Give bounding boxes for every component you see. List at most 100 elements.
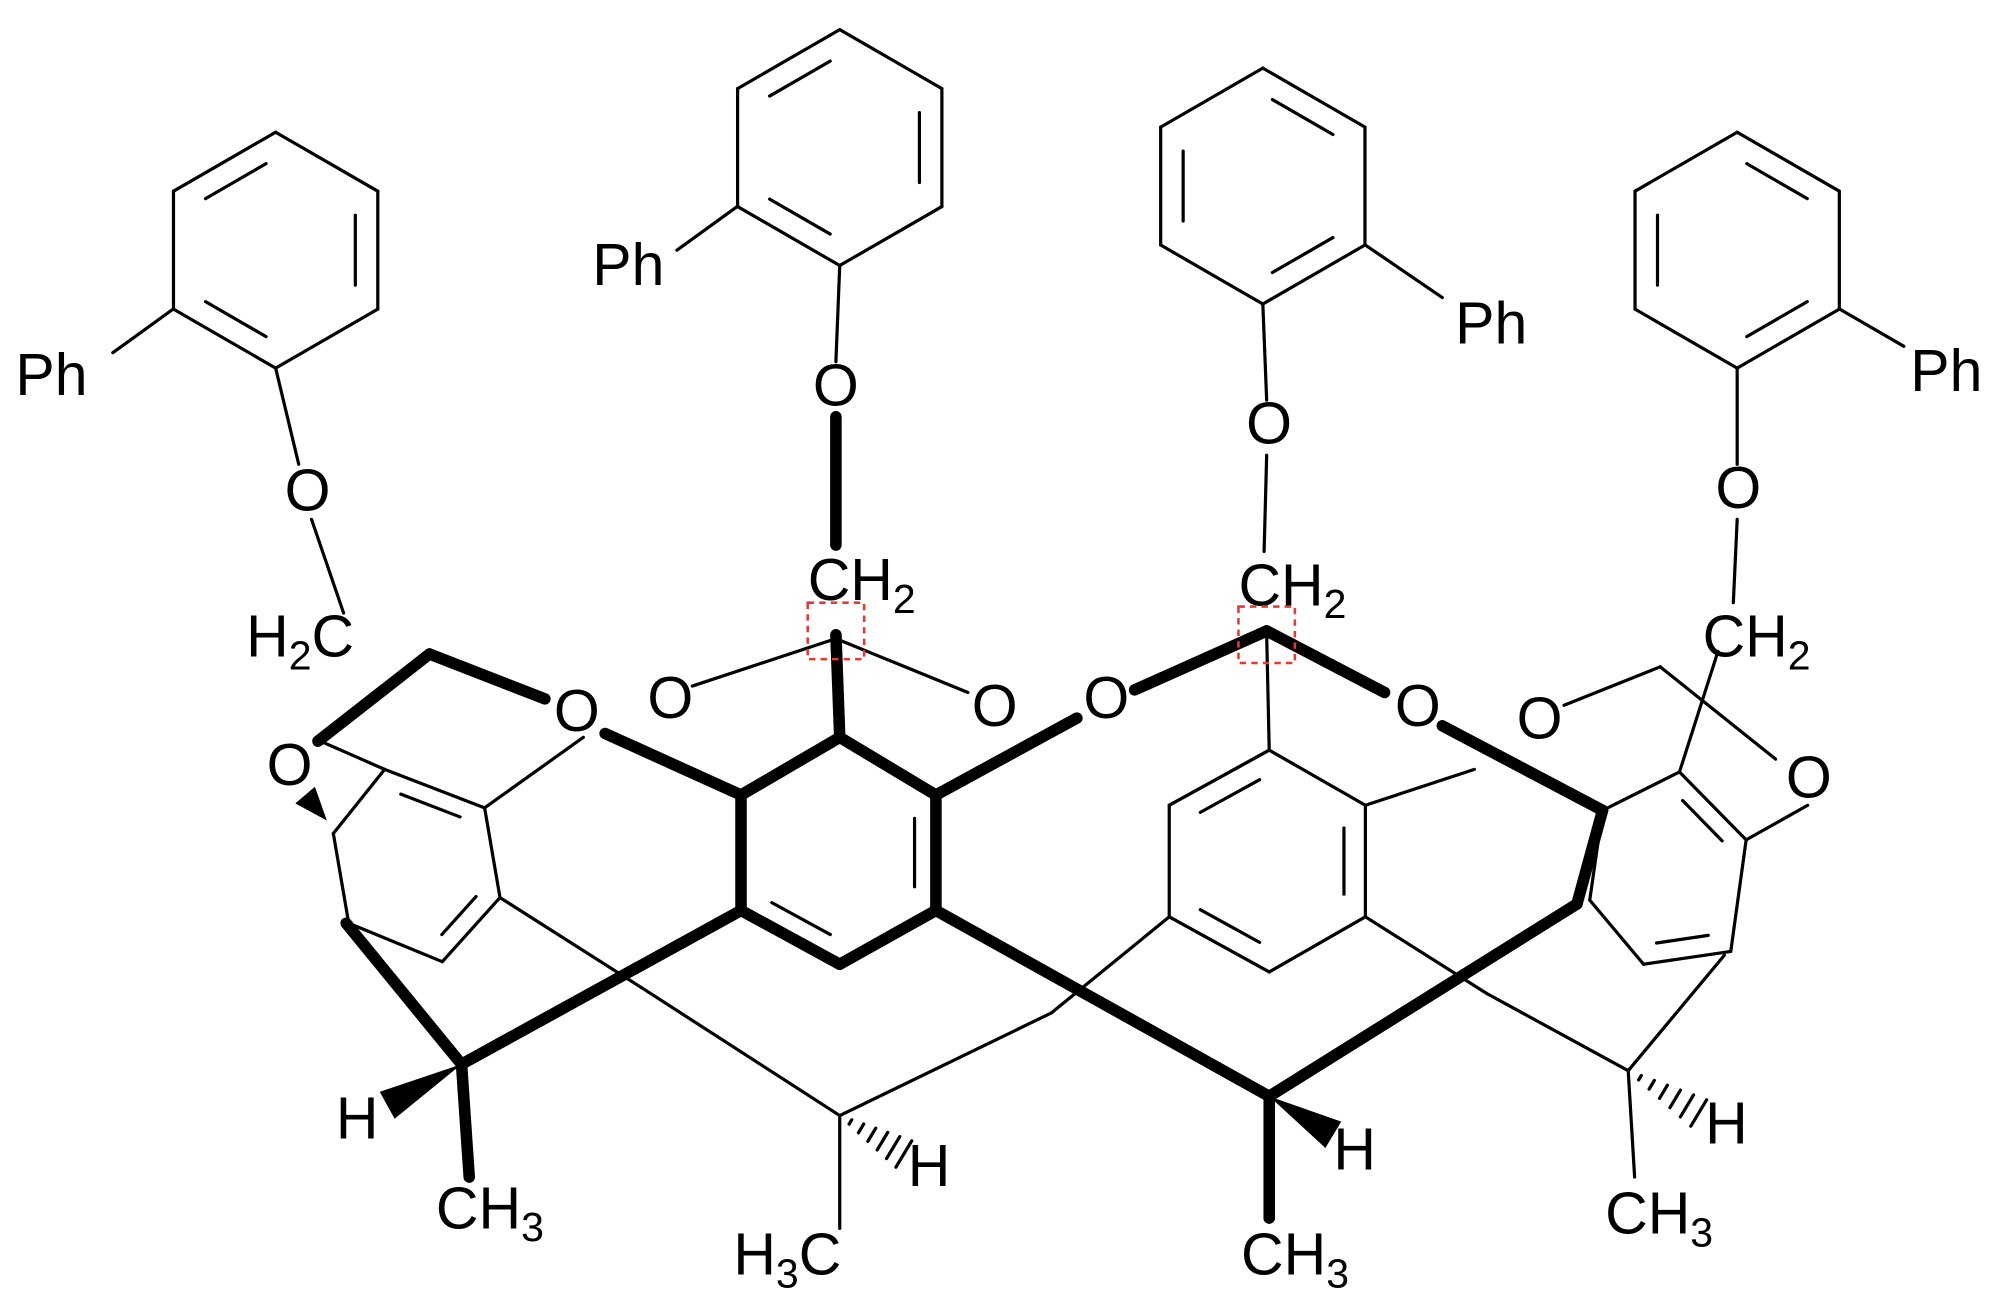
wedge-bond: [295, 786, 327, 821]
aryl-ring: [1159, 66, 1265, 129]
methyl-label: CH3: [1241, 1223, 1349, 1297]
hashed-bond: [847, 1118, 854, 1126]
bond: [1262, 453, 1269, 554]
aryl-ring: [1159, 243, 1265, 306]
bond: [599, 727, 747, 801]
hashed-bond: [1678, 1093, 1696, 1119]
bond: [1363, 915, 1489, 996]
phenyl-label-3: Ph: [1455, 292, 1527, 357]
methylene-label: CH2: [1238, 553, 1346, 627]
arene-ring: [833, 904, 942, 971]
oxygen-label: O: [972, 674, 1018, 739]
hydrogen-label: H: [336, 1087, 379, 1152]
double-bond: [1745, 300, 1809, 339]
bond: [830, 629, 846, 744]
bond: [498, 895, 643, 989]
aryl-ring: [735, 28, 842, 91]
stereo-markers: [806, 601, 1297, 665]
bond: [340, 917, 468, 1071]
arene-ring: [1600, 770, 1682, 813]
hashed-bond: [856, 1122, 866, 1135]
bond: [1128, 625, 1273, 696]
double-bond: [1198, 778, 1262, 814]
bond: [1485, 992, 1630, 1073]
hydrogen-label: H: [1333, 1117, 1376, 1182]
bond: [1436, 720, 1609, 817]
double-bond: [768, 59, 832, 98]
bonds-layer: [111, 28, 1906, 1230]
arene-ring: [1167, 915, 1271, 974]
double-bond: [1654, 933, 1710, 945]
hydrogen-label: H: [1705, 1092, 1748, 1157]
bond: [934, 742, 1028, 797]
methylene-label: CH2: [808, 548, 916, 622]
phenyl-label-1: Ph: [15, 343, 87, 408]
bond: [1744, 803, 1810, 842]
double-bond: [1681, 798, 1724, 843]
double-bond: [203, 162, 268, 201]
hashed-bond: [1657, 1083, 1670, 1101]
phenyl-label-4: Ph: [1910, 339, 1982, 404]
arene-ring: [331, 767, 387, 836]
double-bond: [1745, 162, 1809, 201]
oxygen-label: O: [1246, 392, 1292, 457]
bond: [455, 904, 747, 1071]
arene-ring: [735, 731, 846, 801]
methyl-label: H3C: [733, 1223, 841, 1297]
stereocenter-marker: [1237, 605, 1297, 665]
methylene-label: H2C: [246, 605, 354, 679]
hashed-bond: [1637, 1073, 1643, 1082]
hashed-bond: [884, 1134, 902, 1161]
oxygen-label: O: [1517, 687, 1563, 752]
arene-ring: [331, 831, 351, 925]
bond: [838, 1011, 1053, 1118]
arene-ring: [1729, 838, 1748, 954]
double-bond: [440, 894, 478, 937]
aryl-ring: [838, 204, 944, 268]
bond: [1658, 665, 1778, 761]
bond: [1838, 307, 1906, 348]
arene-ring: [1267, 748, 1367, 807]
double-bond: [399, 792, 462, 819]
aryl-ring: [735, 204, 842, 268]
bond: [423, 648, 551, 705]
oxygen-label: O: [1395, 674, 1441, 739]
phenyl-label-2: Ph: [592, 233, 664, 298]
stereocenter-marker: [806, 601, 866, 661]
wedge-bond: [379, 1064, 462, 1119]
bond: [1626, 953, 1726, 1073]
hashed-bond: [875, 1130, 890, 1152]
bond: [1265, 633, 1271, 752]
bond: [1626, 1069, 1637, 1179]
aryl-ring: [1735, 307, 1841, 370]
hashed-bond: [894, 1139, 914, 1169]
bond: [1261, 302, 1269, 402]
methyl-label: CH3: [1605, 1181, 1713, 1255]
arene-ring: [735, 904, 846, 971]
aryl-ring: [171, 307, 278, 370]
double-bond: [1270, 235, 1335, 275]
arene-ring: [483, 806, 502, 900]
double-bond: [768, 197, 832, 236]
oxygen-label: O: [1083, 666, 1129, 731]
arene-ring: [1588, 898, 1646, 966]
bond: [1363, 767, 1476, 807]
arene-ring: [1267, 915, 1367, 974]
bond: [834, 637, 970, 695]
aryl-ring: [274, 130, 380, 193]
oxygen-label: O: [1786, 746, 1832, 811]
bond: [309, 517, 346, 615]
oxygen-label: O: [554, 679, 600, 744]
bond: [639, 985, 842, 1118]
aryl-ring: [1633, 130, 1739, 193]
oxygen-label: O: [647, 666, 693, 731]
wedge-bond: [1269, 1096, 1342, 1148]
double-bond: [1270, 97, 1335, 137]
arene-ring: [1641, 949, 1733, 966]
arene-ring: [440, 895, 502, 964]
bond: [834, 263, 842, 364]
bond: [1562, 665, 1662, 707]
bond: [690, 637, 838, 688]
